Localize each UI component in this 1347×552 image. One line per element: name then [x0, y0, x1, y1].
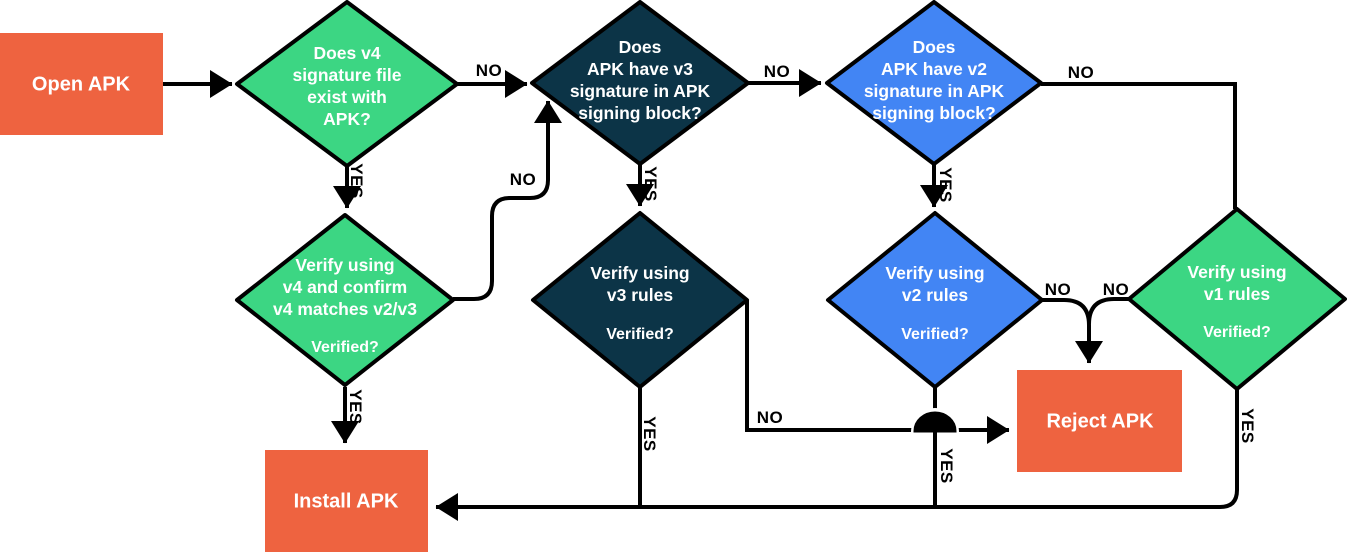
- edge-verifyv4-no: [453, 100, 562, 301]
- node-verify-v3: [531, 211, 749, 389]
- node-reject-apk: [1017, 370, 1182, 472]
- edge-verifyv1-yes-to-install: [435, 389, 1239, 521]
- node-verify-v2: [826, 211, 1044, 389]
- node-question-v4: [235, 0, 459, 168]
- edge-verifyv3-no-left: [745, 300, 914, 432]
- node-question-v2: [825, 0, 1043, 166]
- edge-qv2-no: [1041, 82, 1237, 209]
- node-question-v3: [530, 0, 750, 166]
- edge-verifyv1-no: [1087, 297, 1129, 325]
- edge-verifyv2-no: [1041, 298, 1103, 364]
- node-verify-v4: [235, 213, 455, 387]
- node-install-apk: [265, 450, 428, 552]
- node-open-apk: [0, 33, 163, 135]
- node-verify-v1: [1127, 207, 1347, 391]
- line-hop: [913, 411, 957, 433]
